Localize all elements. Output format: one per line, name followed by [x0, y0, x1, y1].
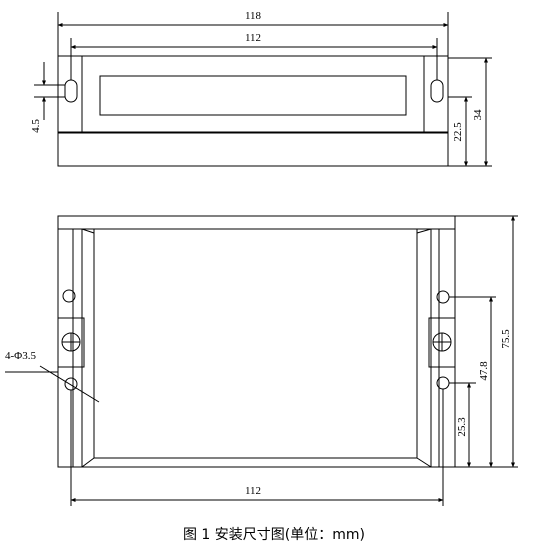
mounting-slot-left [64, 79, 78, 103]
label-mounting-holes: 4-Φ3.5 [5, 350, 36, 362]
top-view-center-panel [81, 55, 425, 133]
terminal-block-right [428, 317, 456, 368]
top-view-display-window [99, 75, 407, 116]
label-hole-span: 112 [245, 485, 261, 497]
label-slot-width: 4.5 [30, 119, 42, 133]
label-lower-hole-height: 25.3 [456, 417, 468, 437]
top-view-flange-left [57, 55, 83, 133]
figure-caption: 图 1 安装尺寸图(单位：mm) [182, 527, 365, 543]
hole-lower-left [64, 377, 78, 391]
front-view [5, 215, 518, 506]
hole-leader-line [39, 365, 100, 403]
label-upper-hole-height: 47.8 [478, 361, 490, 381]
label-top-total-height: 34 [472, 109, 484, 121]
label-slot-span: 112 [245, 32, 261, 44]
terminal-block-left [57, 317, 85, 368]
front-view-outline [57, 215, 456, 468]
mounting-slot-right [430, 79, 444, 103]
top-view-base-plate [57, 55, 449, 133]
label-front-total-height: 75.5 [500, 329, 512, 349]
label-overall-width: 118 [245, 10, 262, 22]
front-view-inner-panel [93, 228, 418, 459]
label-slot-height: 22.5 [452, 122, 464, 142]
top-view-flange-right [423, 55, 449, 133]
top-view [34, 12, 492, 167]
top-view-body [57, 132, 449, 167]
hole-upper-left [62, 289, 76, 303]
